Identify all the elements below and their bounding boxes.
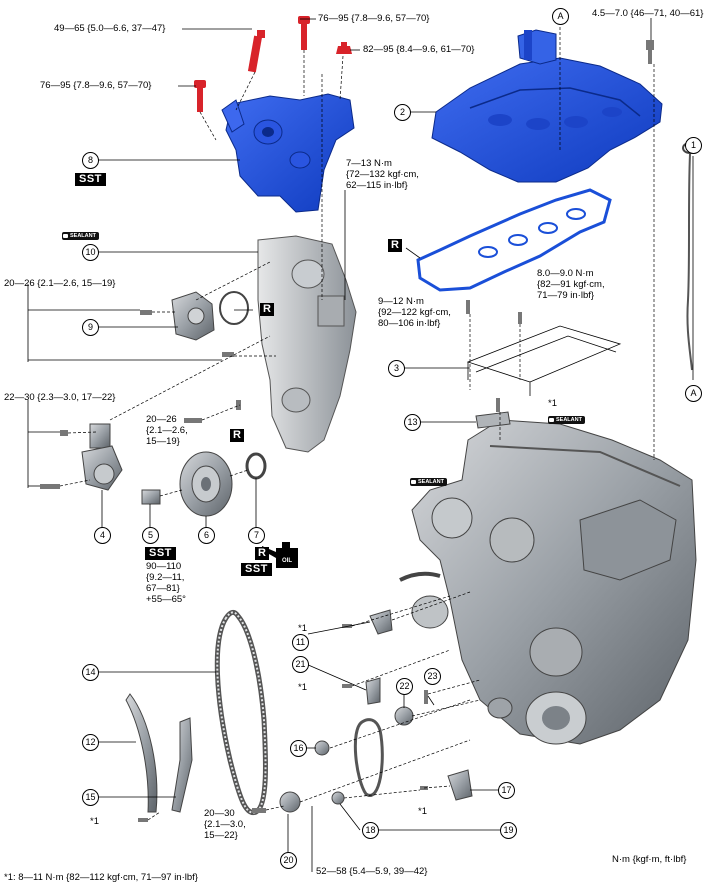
- callout-19: 19: [500, 822, 517, 839]
- callout-12: 12: [82, 734, 99, 751]
- units-label: N·m {kgf·m, ft·lbf}: [612, 854, 687, 865]
- red-bolt-1: [247, 30, 265, 73]
- sst-badge: SST: [75, 173, 106, 186]
- sealant-icon: SEALANT: [548, 416, 585, 424]
- callout-10: 10: [82, 244, 99, 261]
- star-note: *1: [418, 806, 427, 817]
- torque-spec-8: 8.0—9.0 N·m {82—91 kgf·cm, 71—79 in·lbf}: [537, 268, 605, 301]
- callout-3: 3: [388, 360, 405, 377]
- callout-9: 9: [82, 319, 99, 336]
- blue-bracket-part: [221, 93, 355, 213]
- callout-7: 7: [248, 527, 265, 544]
- small-parts: [138, 398, 511, 822]
- sealant-icon: SEALANT: [410, 478, 447, 486]
- dipstick-part: [682, 142, 698, 371]
- red-bolt-3: [336, 42, 352, 54]
- callout-23: 23: [424, 668, 441, 685]
- replace-badge: R: [388, 239, 402, 252]
- leader-lines: [27, 18, 694, 872]
- torque-spec-14: 52—58 {5.4—5.9, 39—42}: [316, 866, 428, 877]
- callout-18: 18: [362, 822, 379, 839]
- sst-badge: SST: [145, 547, 176, 560]
- callout-2: 2: [394, 104, 411, 121]
- callout-1: 1: [685, 137, 702, 154]
- callout-8: 8: [82, 152, 99, 169]
- torque-spec-1: 49—65 {5.0—6.6, 37—47}: [54, 23, 166, 34]
- torque-spec-4: 76—95 {7.8—9.6, 57—70}: [40, 80, 152, 91]
- torque-spec-12: 90—110 {9.2—11, 67—81} +55—65°: [146, 561, 186, 605]
- sst-badge: SST: [241, 563, 272, 576]
- callout-21: 21: [292, 656, 309, 673]
- torque-spec-13: 20—30 {2.1—3.0, 15—22}: [204, 808, 246, 841]
- chain-cover-part: [257, 235, 357, 453]
- timing-chain-part: [214, 609, 269, 816]
- callout-6: 6: [198, 527, 215, 544]
- callout-16: 16: [290, 740, 307, 757]
- star-note: *1: [90, 816, 99, 827]
- callout-15: 15: [82, 789, 99, 806]
- torque-spec-11: 20—26 {2.1—2.6, 15—19}: [146, 414, 188, 447]
- torque-spec-9: 9—12 N·m {92—122 kgf·cm, 80—106 in·lbf}: [378, 296, 451, 329]
- callout-11: 11: [292, 634, 309, 651]
- callout-5: 5: [142, 527, 159, 544]
- replace-badge: R: [255, 547, 269, 560]
- torque-spec-6: 7—13 N·m {72—132 kgf·cm, 62—115 in·lbf}: [346, 158, 419, 191]
- callout-14: 14: [82, 664, 99, 681]
- reference-a: A: [685, 385, 702, 402]
- tensioner-part: [81, 423, 123, 491]
- red-bolt-2: [298, 16, 310, 50]
- sealant-icon: SEALANT: [62, 232, 99, 240]
- torque-spec-7: 20—26 {2.1—2.6, 15—19}: [4, 278, 116, 289]
- torque-spec-3: 82—95 {8.4—9.6, 61—70}: [363, 44, 475, 55]
- blue-gasket-part: [416, 188, 612, 292]
- callout-20: 20: [280, 852, 297, 869]
- chain-guide-part: [125, 693, 158, 813]
- crank-pulley-part: [141, 451, 267, 517]
- footnote: *1: 8—11 N·m {82—112 kgf·cm, 71—97 in·lb…: [4, 872, 198, 883]
- callout-4: 4: [94, 527, 111, 544]
- vacuum-pump-part: [171, 291, 249, 341]
- torque-spec-5: 4.5—7.0 {46—71, 40—61}: [592, 8, 704, 19]
- callout-13: 13: [404, 414, 421, 431]
- blue-head-cover-part: [431, 29, 663, 183]
- tensioner-arm-part: [171, 717, 193, 813]
- red-bolt-4: [194, 80, 206, 112]
- star-note: *1: [298, 682, 307, 693]
- bracket-3-part: [466, 325, 622, 396]
- engine-block-part: [399, 419, 697, 745]
- callout-22: 22: [396, 678, 413, 695]
- reference-a: A: [552, 8, 569, 25]
- replace-badge: R: [260, 303, 274, 316]
- gray-bolts: [40, 40, 654, 489]
- torque-spec-2: 76—95 {7.8—9.6, 57—70}: [318, 13, 430, 24]
- callout-17: 17: [498, 782, 515, 799]
- dashed-lines: [59, 12, 655, 821]
- replace-badge: R: [230, 429, 244, 442]
- star-note: *1: [298, 623, 307, 634]
- torque-spec-10: 22—30 {2.3—3.0, 17—22}: [4, 392, 116, 403]
- oil-label: OIL: [282, 558, 292, 564]
- star-note: *1: [548, 398, 557, 409]
